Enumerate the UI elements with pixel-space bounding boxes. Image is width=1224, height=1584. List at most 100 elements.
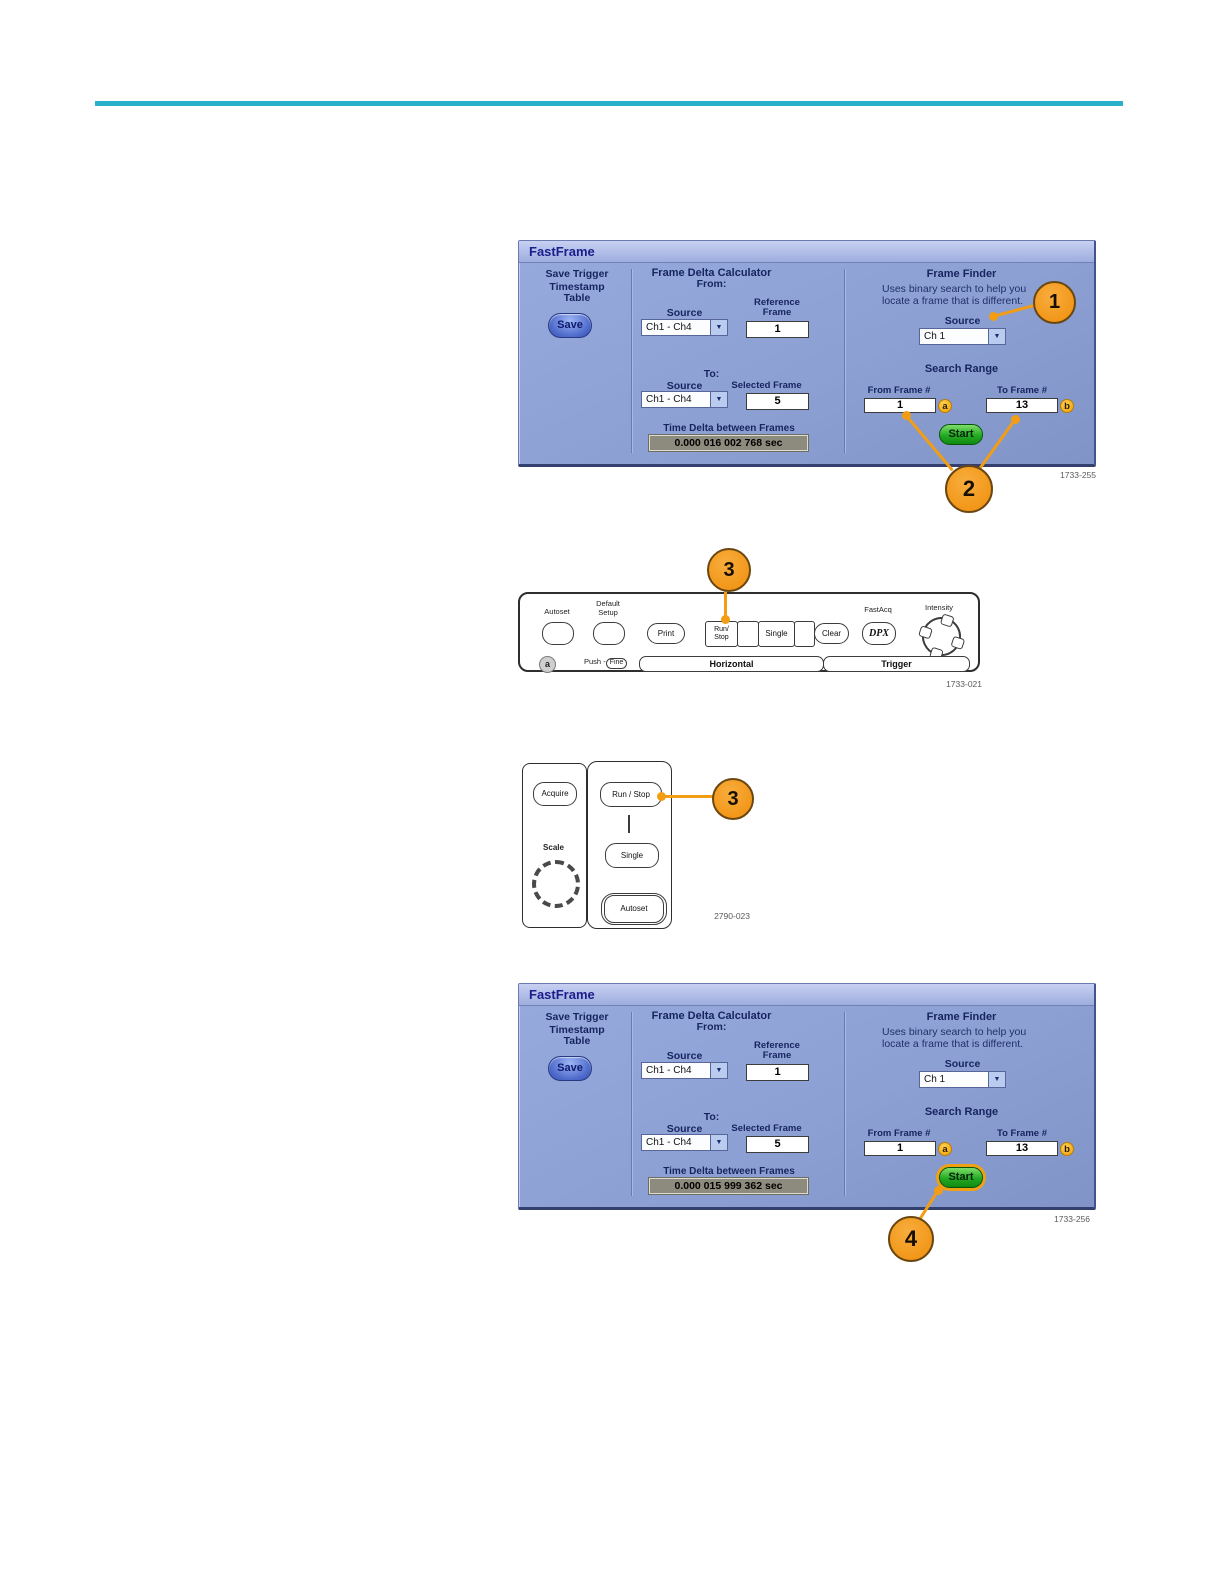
- dropdown-arrow-icon[interactable]: ▼: [710, 391, 728, 408]
- source-dropdown[interactable]: Ch1 - Ch4 ▼: [641, 391, 728, 408]
- selected-frame-input[interactable]: 5: [746, 1136, 809, 1153]
- search-range-label: Search Range: [924, 363, 999, 375]
- panel-divider: [631, 269, 633, 453]
- acquire-button[interactable]: Acquire: [533, 782, 577, 806]
- time-delta-readout: 0.000 016 002 768 sec: [648, 434, 809, 452]
- marker-a-badge: a: [539, 656, 556, 673]
- run-stop-label-line2: Stop: [714, 634, 729, 641]
- save-button[interactable]: Save: [548, 313, 592, 338]
- single-button[interactable]: Single: [605, 843, 659, 868]
- from-frame-input[interactable]: 1: [864, 398, 936, 413]
- run-stop-button[interactable]: Run / Stop: [600, 782, 662, 807]
- from-frame-input[interactable]: 1: [864, 1141, 936, 1156]
- panel-divider: [631, 1012, 633, 1196]
- frame-finder-heading: Frame Finder: [926, 1011, 997, 1023]
- callout-1: 1: [1033, 281, 1076, 324]
- finder-source-label: Source: [944, 1058, 981, 1070]
- default-setup-button[interactable]: [593, 622, 625, 645]
- figure-code: 2790-023: [714, 911, 750, 921]
- frame-delta-heading: Frame Delta Calculator: [651, 1010, 772, 1022]
- autoset-button[interactable]: [542, 622, 574, 645]
- to-frame-input[interactable]: 13: [986, 1141, 1058, 1156]
- trigger-group-label: Trigger: [876, 659, 917, 669]
- callout-2: 2: [945, 465, 993, 513]
- finder-source-dropdown-value: Ch 1: [919, 1071, 988, 1088]
- default-setup-label-line1: Default: [596, 599, 620, 608]
- selected-frame-input[interactable]: 5: [746, 393, 809, 410]
- from-frame-label: From Frame #: [867, 1128, 931, 1139]
- marker-b-badge: b: [1060, 1142, 1074, 1156]
- single-button[interactable]: Single: [758, 621, 795, 647]
- source-dropdown-value: Ch1 - Ch4: [641, 391, 710, 408]
- panel-divider: [844, 1012, 846, 1196]
- dropdown-arrow-icon[interactable]: ▼: [710, 1134, 728, 1151]
- dropdown-arrow-icon[interactable]: ▼: [988, 1071, 1006, 1088]
- start-button[interactable]: Start: [939, 424, 983, 445]
- callout-4: 4: [888, 1216, 934, 1262]
- scale-knob[interactable]: [532, 860, 580, 908]
- connector-line: [628, 815, 630, 833]
- dropdown-arrow-icon[interactable]: ▼: [710, 319, 728, 336]
- finder-source-label: Source: [944, 315, 981, 327]
- save-button[interactable]: Save: [548, 1056, 592, 1081]
- dpx-button[interactable]: DPX: [862, 622, 896, 645]
- table-label: Table: [563, 1035, 591, 1047]
- fastframe-title: FastFrame: [519, 984, 1094, 1006]
- source-label: Source: [666, 1123, 703, 1135]
- time-delta-label: Time Delta between Frames: [663, 1166, 795, 1177]
- start-button[interactable]: Start: [939, 1167, 983, 1188]
- timestamp-label: Timestamp: [549, 1024, 605, 1036]
- horizontal-group-bar: Horizontal: [639, 656, 824, 672]
- to-frame-input[interactable]: 13: [986, 398, 1058, 413]
- source-dropdown-value: Ch1 - Ch4: [641, 1062, 710, 1079]
- reference-frame-input[interactable]: 1: [746, 1064, 809, 1081]
- source-dropdown-value: Ch1 - Ch4: [641, 319, 710, 336]
- to-label: To:: [703, 368, 720, 380]
- unlabeled-button-1: [737, 621, 759, 647]
- frame-finder-heading: Frame Finder: [926, 268, 997, 280]
- panel-divider: [844, 269, 846, 453]
- callout-3b-dot: [657, 792, 666, 801]
- frame-finder-desc-line2: locate a frame that is different.: [882, 294, 1024, 307]
- dropdown-arrow-icon[interactable]: ▼: [710, 1062, 728, 1079]
- source-dropdown[interactable]: Ch1 - Ch4 ▼: [641, 1062, 728, 1079]
- table-label: Table: [563, 292, 591, 304]
- trigger-group-bar: Trigger: [823, 656, 970, 672]
- dropdown-arrow-icon[interactable]: ▼: [988, 328, 1006, 345]
- knob-notch-icon: [939, 613, 955, 628]
- default-setup-label-line2: Setup: [598, 607, 618, 617]
- run-stop-button[interactable]: Run/ Stop: [705, 621, 738, 647]
- search-range-label: Search Range: [924, 1106, 999, 1118]
- reference-frame-input[interactable]: 1: [746, 321, 809, 338]
- source-dropdown[interactable]: Ch1 - Ch4 ▼: [641, 319, 728, 336]
- finder-source-dropdown[interactable]: Ch 1 ▼: [919, 328, 1006, 345]
- run-stop-label-line1: Run/: [714, 626, 729, 633]
- page-divider-rule: [95, 101, 1123, 106]
- save-trigger-label: Save Trigger: [545, 268, 609, 280]
- unlabeled-button-2: [794, 621, 815, 647]
- frame-finder-desc-line1: Uses binary search to help you: [882, 283, 1027, 295]
- frame-finder-desc-line1: Uses binary search to help you: [882, 1026, 1027, 1038]
- selected-frame-label: Selected Frame: [731, 380, 802, 391]
- frame-finder-description: Uses binary search to help you locate a …: [882, 1026, 1082, 1050]
- autoset-label: Autoset: [544, 607, 570, 616]
- scale-label: Scale: [543, 843, 564, 852]
- source-dropdown[interactable]: Ch1 - Ch4 ▼: [641, 1134, 728, 1151]
- finder-source-dropdown[interactable]: Ch 1 ▼: [919, 1071, 1006, 1088]
- default-setup-label: Default Setup: [580, 599, 636, 617]
- callout-3-line: [724, 586, 727, 618]
- print-button[interactable]: Print: [647, 623, 685, 644]
- callout-3: 3: [707, 548, 751, 592]
- save-trigger-label: Save Trigger: [545, 1011, 609, 1023]
- autoset-button[interactable]: Autoset: [601, 893, 667, 925]
- fine-pill-label: Fine: [605, 658, 628, 669]
- reference-label-line1: Reference: [754, 1040, 800, 1051]
- fastacq-label: FastAcq: [864, 605, 892, 614]
- clear-button[interactable]: Clear: [814, 623, 849, 644]
- from-label: From:: [696, 278, 727, 290]
- finder-source-dropdown-value: Ch 1: [919, 328, 988, 345]
- timestamp-label: Timestamp: [549, 281, 605, 293]
- source-label: Source: [666, 380, 703, 392]
- time-delta-readout: 0.000 015 999 362 sec: [648, 1177, 809, 1195]
